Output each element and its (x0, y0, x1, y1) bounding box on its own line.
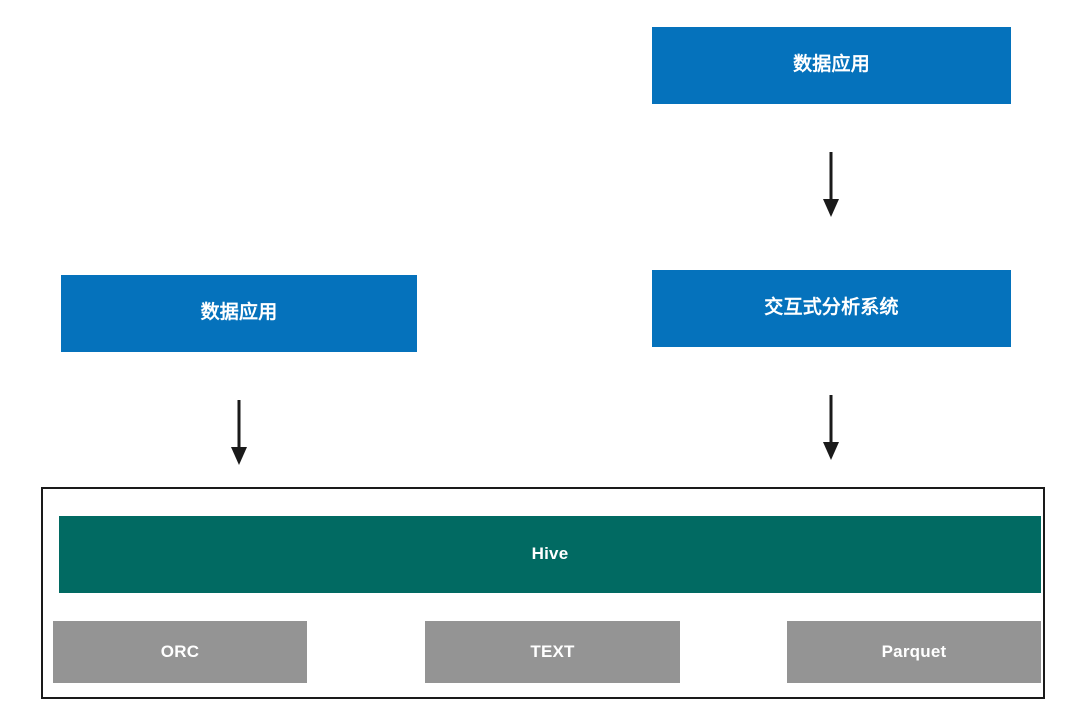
node-data-application-left[interactable]: 数据应用 (61, 275, 417, 352)
node-data-application-top[interactable]: 数据应用 (652, 27, 1011, 104)
node-hive[interactable]: Hive (59, 516, 1041, 593)
node-interactive-analysis-system[interactable]: 交互式分析系统 (652, 270, 1011, 347)
arrow-app-top-to-analytics (818, 152, 844, 218)
node-format-text[interactable]: TEXT (425, 621, 680, 683)
node-format-orc[interactable]: ORC (53, 621, 307, 683)
arrow-app-left-to-storage (226, 400, 252, 466)
node-format-parquet[interactable]: Parquet (787, 621, 1041, 683)
arrow-analytics-to-storage (818, 395, 844, 461)
